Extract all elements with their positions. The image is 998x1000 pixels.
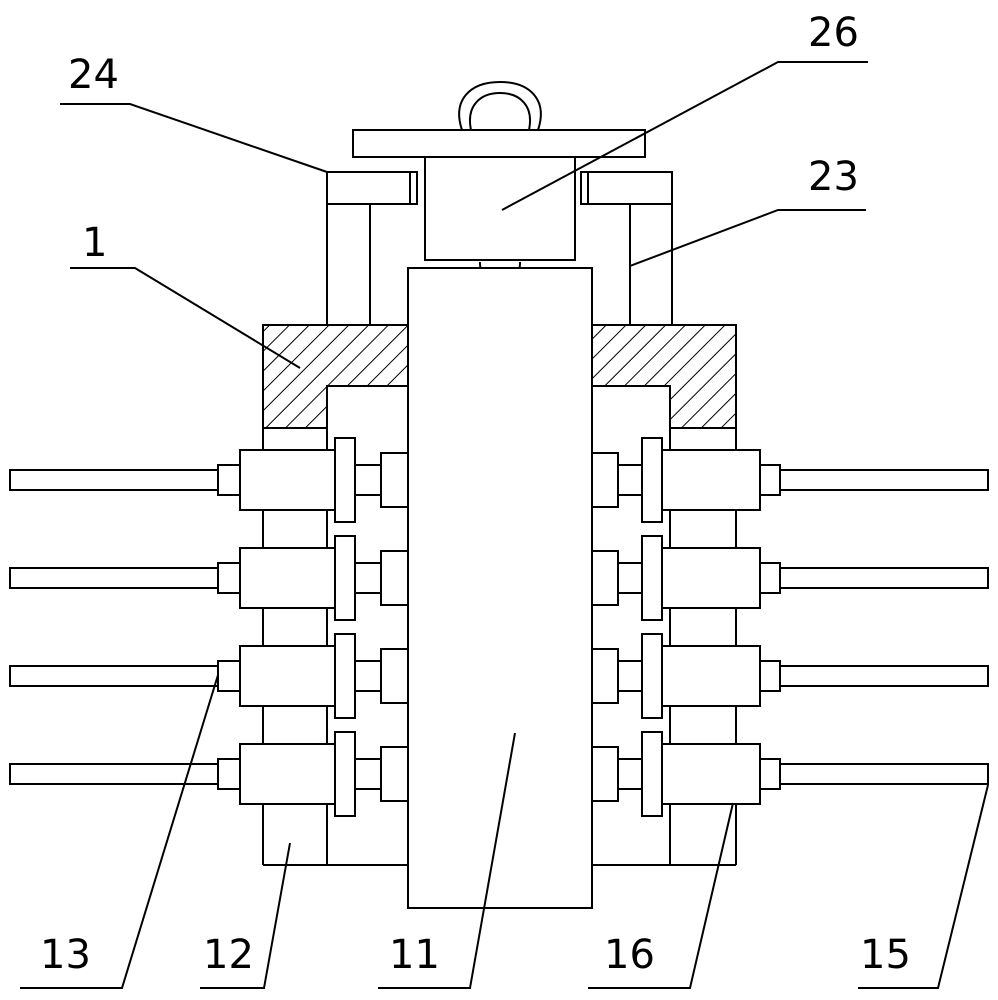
leader-24 [60,103,328,173]
right-hatched-housing [591,324,737,429]
left-hatched-housing [262,324,409,429]
leader-26 [501,61,868,211]
leader-1 [70,267,301,369]
label-1: 1 [82,220,107,266]
screw-assembly-right [591,437,989,523]
screw-assembly-left [9,633,409,719]
left-top-bracket [326,171,418,325]
screw-assembly-left [9,437,409,523]
leader-12 [200,842,291,989]
label-16: 16 [604,932,655,978]
leader-13 [20,674,219,989]
label-12: 12 [203,932,254,978]
screw-assembly-right [591,535,989,621]
label-26: 26 [808,10,859,56]
leader-23 [629,209,866,267]
label-13: 13 [40,932,91,978]
leader-15 [858,784,989,989]
screw-assembly-left [9,731,409,817]
screw-assembly-right [591,633,989,719]
leader-lines [20,61,989,989]
screw-assembly-left [9,535,409,621]
center-block [424,156,576,261]
label-15: 15 [860,932,911,978]
label-24: 24 [68,52,119,98]
center-column [407,267,593,909]
leader-11 [378,732,516,989]
screw-assemblies [9,437,989,817]
label-23: 23 [808,154,859,200]
leader-16 [588,802,734,989]
label-11: 11 [389,932,440,978]
right-top-bracket [580,171,673,325]
screw-assembly-right [591,731,989,817]
top-cover-plate [352,129,646,158]
top-lifting-ring [458,80,542,131]
